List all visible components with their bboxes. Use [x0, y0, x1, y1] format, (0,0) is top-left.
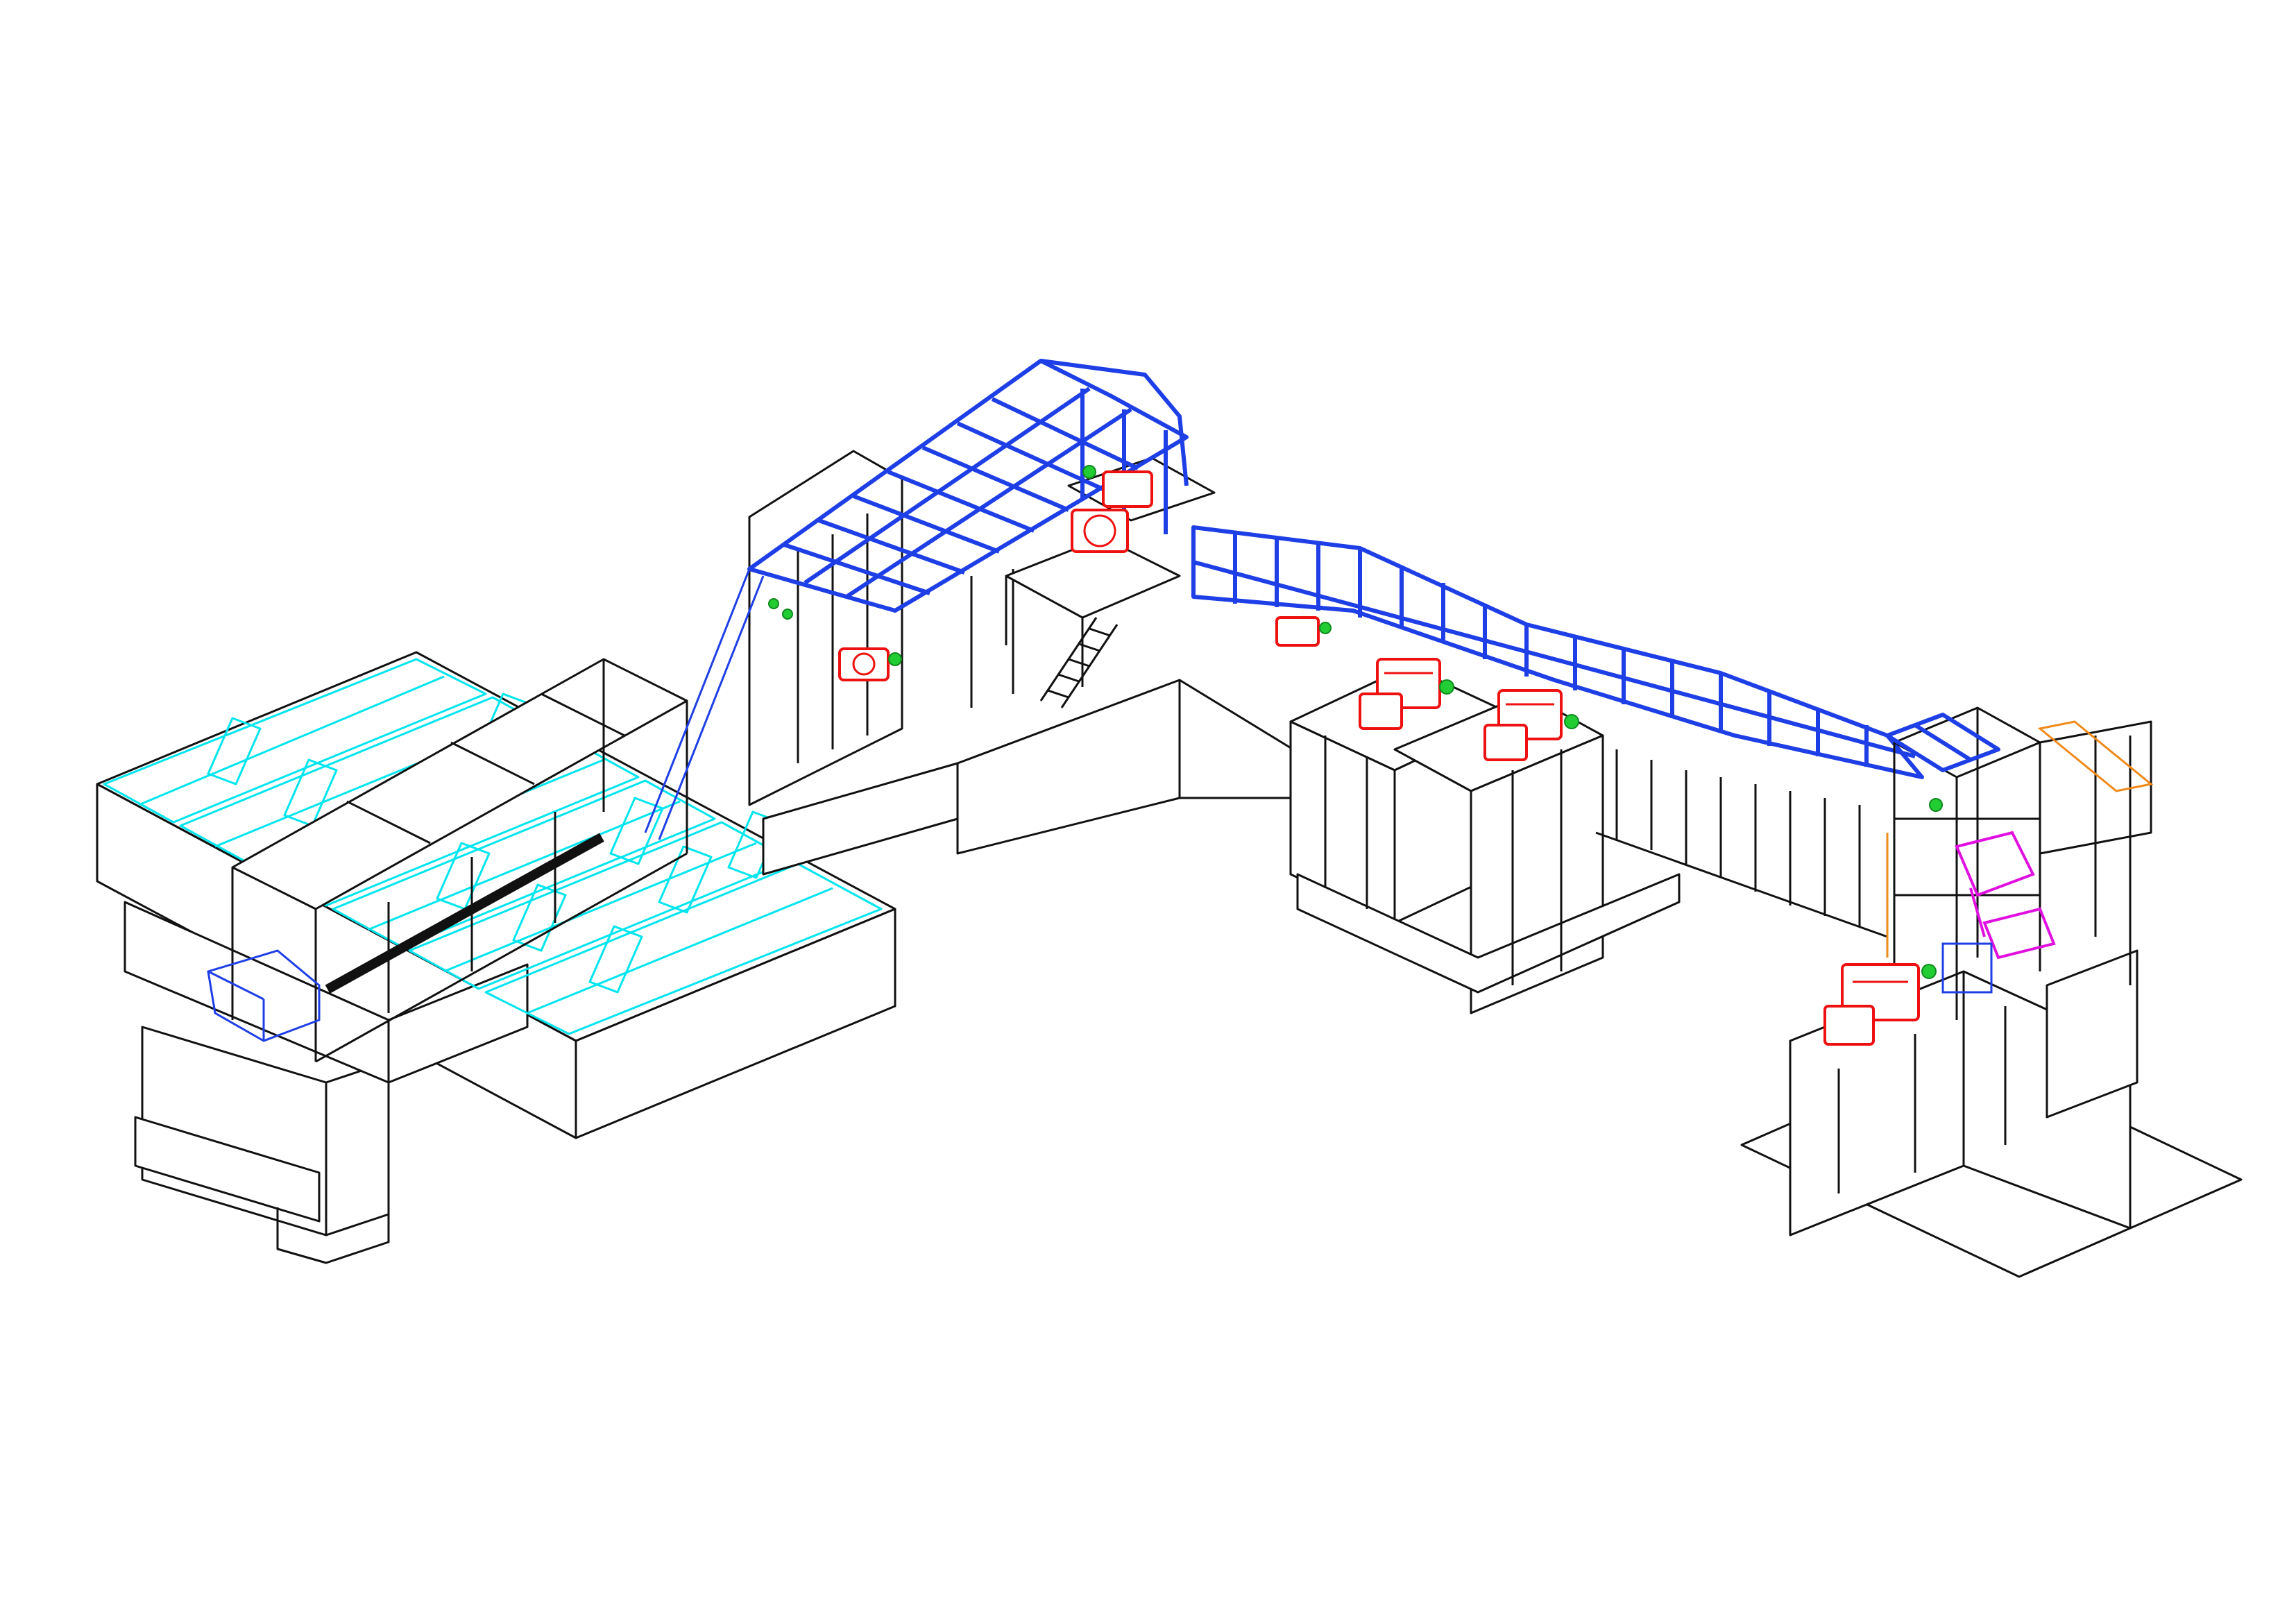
- gallery-support-legs: [1595, 749, 1888, 938]
- central-drive-units: [768, 465, 1153, 681]
- long-conveyor-gallery: [1191, 525, 1924, 779]
- inclined-conveyor-gallery: [644, 359, 1189, 840]
- right-drive-unit: [1823, 798, 1993, 1046]
- central-stair: [1039, 617, 1119, 708]
- drive-pedestals: [1289, 665, 1681, 1014]
- intake-blue-hopper: [207, 949, 321, 1042]
- right-platform-railing: [1886, 720, 2154, 958]
- right-foundation: [1740, 949, 2243, 1278]
- right-chute-equipment: [1955, 831, 2056, 960]
- long-gallery-complex: [1191, 525, 1924, 1014]
- intake-foundation-block: [134, 1026, 390, 1264]
- pedestal-drive-motors: [1275, 616, 1579, 761]
- central-tower-complex: [644, 359, 1306, 876]
- right-tower-frame: [1893, 706, 2152, 1020]
- central-tower-frame: [748, 450, 1014, 806]
- intake-gantry-frame: [231, 658, 688, 1063]
- central-foundation: [762, 679, 1306, 876]
- right-tower-gallery-head: [1885, 713, 2000, 772]
- right-transfer-tower: [1740, 706, 2243, 1278]
